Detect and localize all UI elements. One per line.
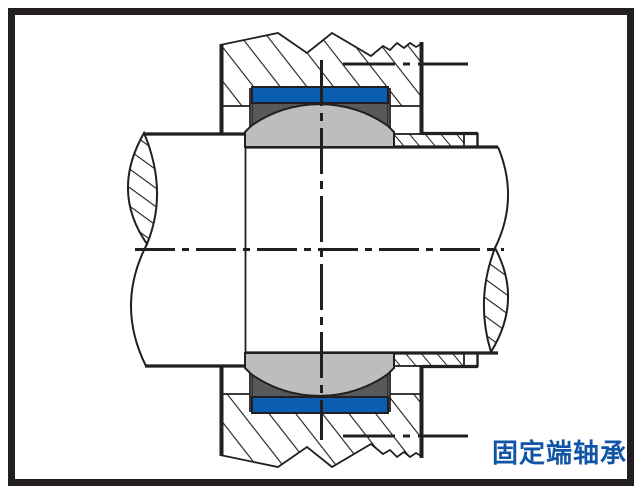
housing-bottom-break-line bbox=[219, 442, 424, 469]
shaft-break-lens-left-hatch bbox=[127, 130, 159, 247]
bearing-top bbox=[244, 86, 395, 148]
drawing-caption: 固定端轴承 bbox=[492, 439, 628, 469]
drawing-border-frame bbox=[8, 8, 634, 486]
shaft-break-arc-left bbox=[130, 243, 148, 367]
shaft-break-lens-right-hatch bbox=[482, 245, 510, 355]
bearing-inner-ring-sphere-top bbox=[244, 103, 395, 148]
shaft-breaks bbox=[127, 130, 510, 367]
spacer-ring-top bbox=[393, 133, 465, 148]
bearing-bottom bbox=[244, 352, 395, 414]
center-lines bbox=[135, 60, 504, 440]
spacer-ring-bottom bbox=[393, 352, 465, 367]
shaft-break-arc-right bbox=[494, 146, 510, 249]
bearing-inner-ring-sphere-bottom bbox=[244, 352, 395, 397]
housing-top-break-line bbox=[219, 31, 424, 58]
